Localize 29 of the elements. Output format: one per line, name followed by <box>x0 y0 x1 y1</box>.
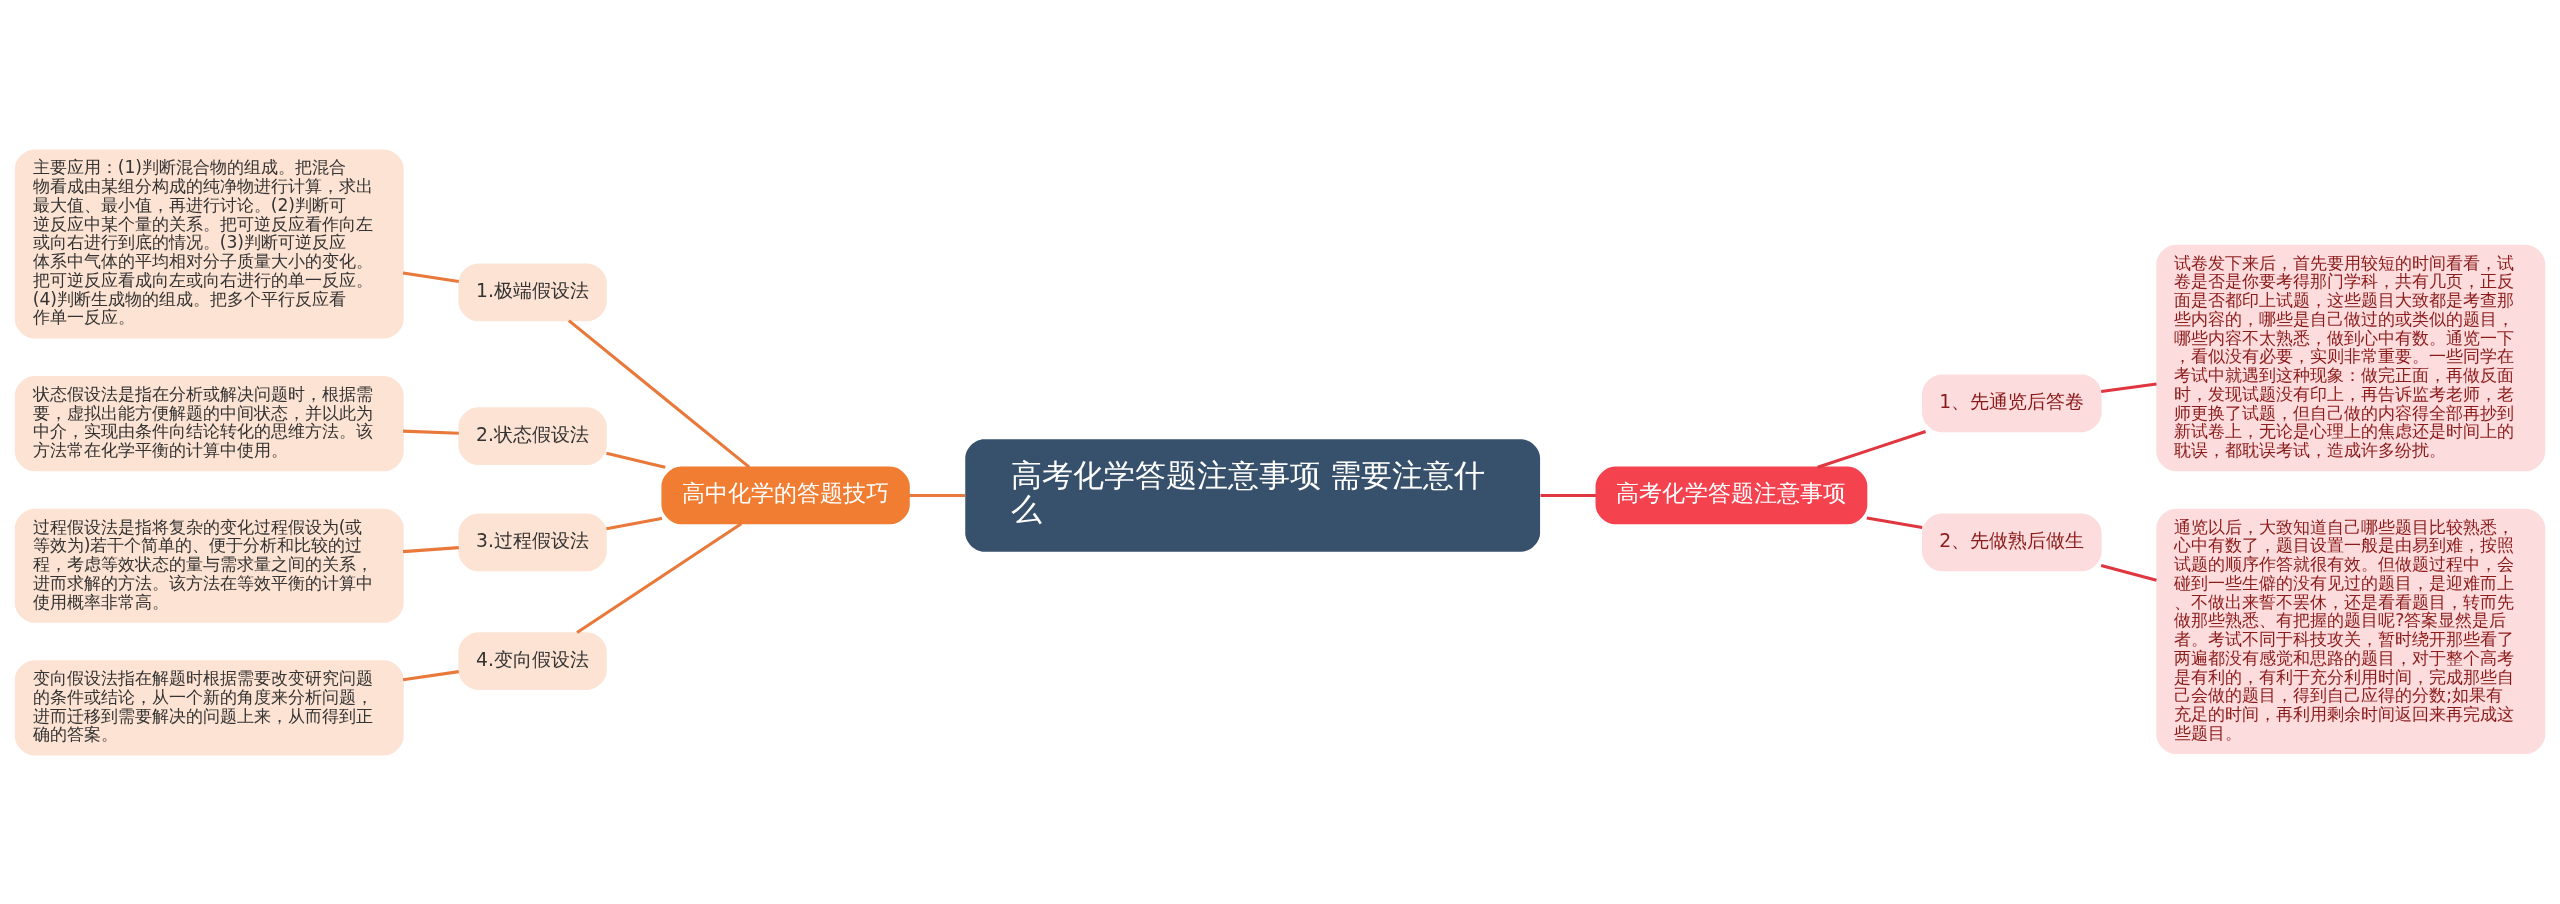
connector <box>402 545 459 553</box>
node-box: 高考化学答题注意事项 <box>1595 466 1868 524</box>
connector <box>402 669 459 681</box>
connector <box>1540 493 1596 497</box>
connector <box>2100 563 2157 582</box>
node-box: 高中化学的答题技巧 <box>661 466 910 524</box>
node-box: 2.状态假设法 <box>458 406 607 465</box>
node-box: 变向假设法指在解题时根据需要改变研究问题的条件或结论，从一个新的角度来分析问题，进而迁移到需要解决的问题上来，从而得到正确的答案。 <box>14 659 404 756</box>
connector <box>567 318 751 468</box>
connector <box>1817 429 1927 469</box>
connector <box>403 429 459 435</box>
node-box: 1、先通览后答卷 <box>1922 373 2102 432</box>
node-box: 试卷发下来后，首先要用较短的时间看看，试卷是否是你要考得那门学科，共有几页，正反面是否都印上试题，这些题目大致都是考查那些内容的，哪些是自己做过的或类似的题目，哪些内容不太熟悉，做到心中有数。通览一下，看似没有必要，实则非常重要。一些同学在考试中就遇到这种现象：做完正面，再做反面时，发现试题没有印上，再告诉监考老师，老师更换了试题，但自己做的内容得全部再抄到新试卷上，无论是心理上的焦虑还是时间上的耽误，都耽误考试，造成许多纷扰。 <box>2156 244 2546 471</box>
node-box: 高考化学答题注意事项 需要注意什么 <box>965 438 1541 552</box>
node-box: 通览以后，大致知道自己哪些题目比较熟悉，心中有数了，题目设置一般是由易到难，按照试题的顺序作答就很有效。但做题过程中，会碰到一些生僻的没有见过的题目，是迎难而上、不做出来誓不罢休，还是看看题目，转而先做那些熟悉、有把握的题目呢?答案显然是后者。考试不同于科技攻关，暂时绕开那些看了两遍都没有感觉和思路的题目，对于整个高考是有利的，有利于充分利用时间，完成那些自己会做的题目，得到自己应得的分数;如果有充足的时间，再利用剩余时间返回来再完成这些题目。 <box>2156 508 2546 754</box>
node-box: 3.过程假设法 <box>458 512 607 571</box>
connector <box>2100 381 2157 393</box>
node-box: 过程假设法是指将复杂的变化过程假设为(或等效为)若干个简单的、便于分析和比较的过程，考虑等效状态的量与需求量之间的关系，进而求解的方法。该方法在等效平衡的计算中使用概率非常高。 <box>14 508 404 623</box>
connector <box>402 271 459 283</box>
node-box: 1.极端假设法 <box>458 263 607 321</box>
connector <box>606 516 663 530</box>
node-box: 4.变向假设法 <box>458 631 607 690</box>
connector <box>909 493 965 497</box>
node-box: 状态假设法是指在分析或解决问题时，根据需要，虚拟出能方便解题的中间状态，并以此为中介，实现由条件向结论转化的思维方法。该方法常在化学平衡的计算中使用。 <box>14 375 404 471</box>
node-box: 2、先做熟后做生 <box>1922 512 2102 571</box>
connector <box>606 451 666 469</box>
connector <box>576 522 743 634</box>
node-box: 主要应用：(1)判断混合物的组成。把混合物看成由某组分构成的纯净物进行计算，求出最大值、最小值，再进行讨论。(2)判断可逆反应中某个量的关系。把可逆反应看作向左或向右进行到底的情况。(3)判断可逆反应体系中气体的平均相对分子质量大小的变化。把可逆反应看成向左或向右进行的单一反应。(4)判断生成物的组成。把多个平行反应看作单一反应。 <box>14 148 404 338</box>
connector <box>1866 516 1923 529</box>
